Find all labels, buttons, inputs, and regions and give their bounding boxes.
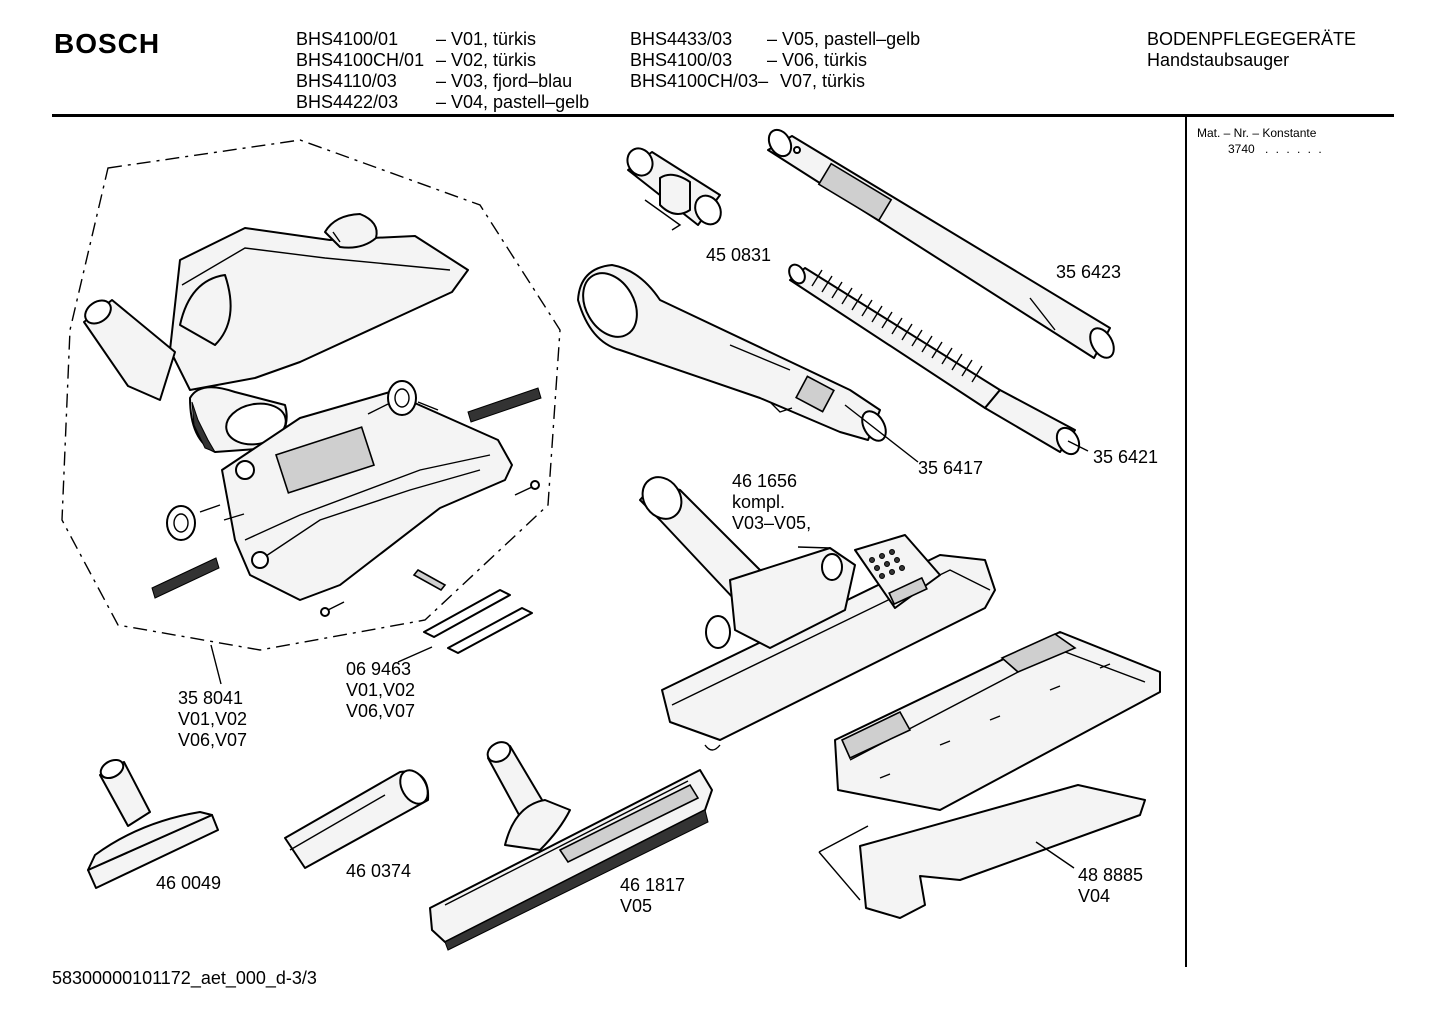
category-title: BODENPFLEGEGERÄTE xyxy=(1147,29,1357,49)
small-wheel-left xyxy=(166,504,245,541)
part-356417-handle xyxy=(577,264,887,442)
part-variants: V03–V05, xyxy=(732,513,812,533)
nozzle-base-plate xyxy=(221,391,513,601)
model-list-col2: BHS4433/03 – V05, pastell–gelb BHS4100/03… xyxy=(630,29,920,92)
model-variant: – V03, fjord–blau xyxy=(436,71,573,91)
part-number: 46 1817 xyxy=(620,875,686,895)
header-rule xyxy=(52,114,1394,117)
label-460049: 46 0049 xyxy=(156,873,222,893)
part-number: 48 8885 xyxy=(1078,865,1144,885)
model-number: BHS4100/01 xyxy=(296,29,399,49)
screws xyxy=(320,480,540,617)
model-variant: V07, türkis xyxy=(780,71,866,91)
model-number: BHS4100CH/03– xyxy=(630,71,769,91)
part-450831-sleeve xyxy=(626,147,722,231)
label-450831: 45 0831 xyxy=(706,245,772,265)
part-461817-hardfloor-nozzle xyxy=(429,741,713,951)
leader-lines xyxy=(210,404,1089,901)
part-488885-parquet-set xyxy=(834,631,1161,919)
model-variant: – V05, pastell–gelb xyxy=(767,29,921,49)
model-variant: – V04, pastell–gelb xyxy=(436,92,590,112)
label-461817: 46 1817 V05 xyxy=(620,875,685,917)
model-number: BHS4100/03 xyxy=(630,50,733,70)
model-list-col1: BHS4100/01 – V01, türkis BHS4100CH/01 – V0… xyxy=(296,29,589,113)
footer-doc-id: 58300000101172_aet_000_d-3/3 xyxy=(52,968,317,988)
model-variant: – V01, türkis xyxy=(436,29,537,49)
part-variants: V01,V02 xyxy=(346,680,416,700)
part-356423-tube xyxy=(767,128,1115,359)
part-460049-upholstery-nozzle xyxy=(87,758,219,889)
small-wheel-right xyxy=(367,380,439,416)
model-number: BHS4433/03 xyxy=(630,29,733,49)
part-variants: V01,V02 xyxy=(178,709,248,729)
model-number: BHS4110/03 xyxy=(296,71,397,91)
label-356423: 35 6423 xyxy=(1056,262,1122,282)
part-variants: V04 xyxy=(1078,886,1111,906)
mat-nr-value: 3740 xyxy=(1228,142,1255,156)
label-461656: 46 1656 kompl. V03–V05, xyxy=(732,471,811,534)
sidebar-divider xyxy=(1185,117,1187,967)
model-variant: – V06, türkis xyxy=(767,50,868,70)
brush-strip-left xyxy=(151,557,220,599)
part-069463-strips xyxy=(423,589,533,654)
part-461656-floor-nozzle xyxy=(639,476,996,751)
label-356417: 35 6417 xyxy=(918,458,984,478)
mat-nr-label: Mat. – Nr. – Konstante xyxy=(1197,126,1317,140)
part-variants: V05 xyxy=(620,896,653,916)
brush-strip-right xyxy=(467,387,542,423)
brand-logo: BOSCH xyxy=(54,28,161,59)
part-number: 46 1656 xyxy=(732,471,798,491)
mat-nr-dots: . . . . . . xyxy=(1265,142,1324,156)
part-number: 06 9463 xyxy=(346,659,412,679)
label-488885: 48 8885 V04 xyxy=(1078,865,1143,907)
part-variants: V06,V07 xyxy=(178,730,248,750)
part-variants: V06,V07 xyxy=(346,701,416,721)
label-356421: 35 6421 xyxy=(1093,447,1159,467)
part-356421-hose xyxy=(788,263,1081,456)
label-069463: 06 9463 V01,V02 V06,V07 xyxy=(346,659,415,722)
floor-nozzle-top-cover xyxy=(169,227,469,391)
label-460374: 46 0374 xyxy=(346,861,412,881)
part-note: kompl. xyxy=(732,492,786,512)
category-subtitle: Handstaubsauger xyxy=(1147,50,1290,70)
assembly-boundary xyxy=(61,139,561,651)
part-number: 35 8041 xyxy=(178,688,244,708)
model-number: BHS4100CH/01 xyxy=(296,50,425,70)
model-number: BHS4422/03 xyxy=(296,92,399,112)
label-358041: 35 8041 V01,V02 V06,V07 xyxy=(178,688,247,751)
part-460374-crevice-nozzle xyxy=(284,769,430,869)
category-block: BODENPFLEGEGERÄTE Handstaubsauger xyxy=(1147,29,1356,71)
model-variant: – V02, türkis xyxy=(436,50,537,70)
swivel-neck xyxy=(83,299,288,454)
pedal-switch xyxy=(324,213,378,249)
